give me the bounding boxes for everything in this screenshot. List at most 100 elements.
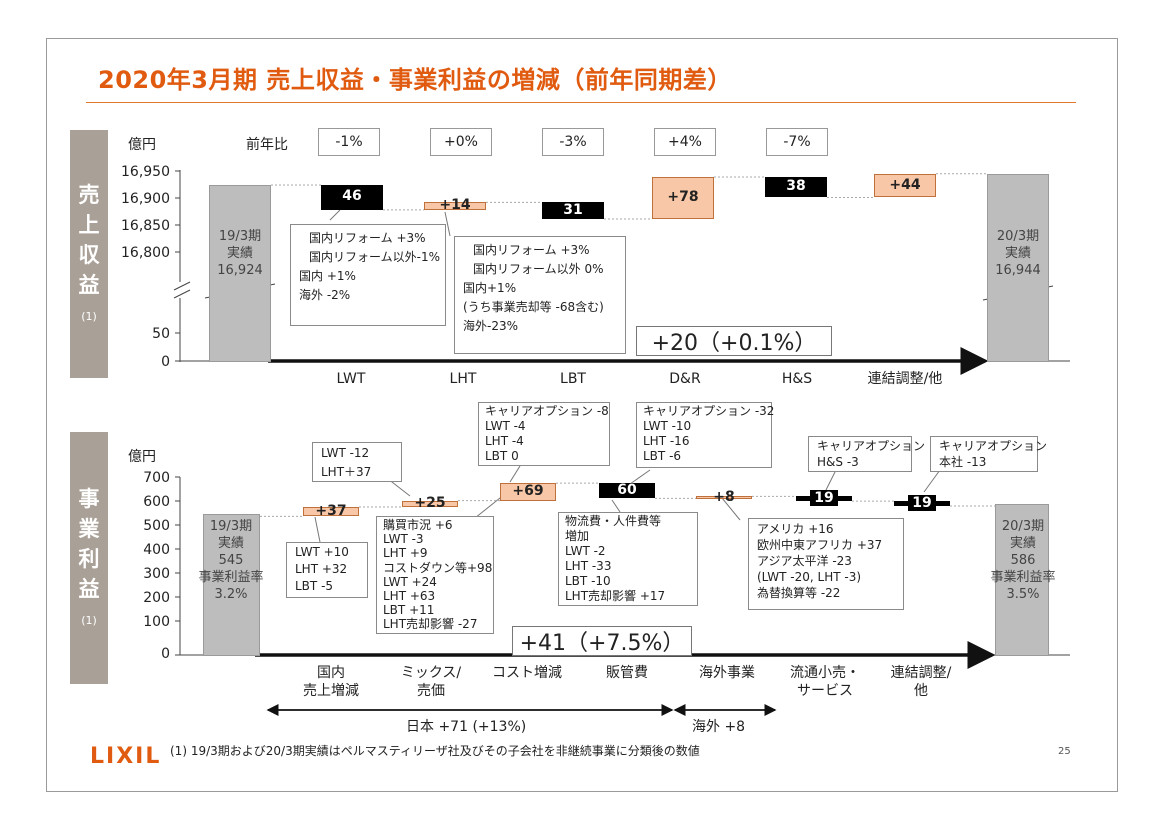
increase-bar — [874, 173, 936, 198]
note-line: LWT -12 — [321, 446, 370, 460]
revenue-end-bar — [987, 174, 1049, 362]
profit-total: +41（+7.5%） — [512, 626, 692, 656]
decrease-bar — [542, 202, 604, 220]
note-line: アジア太平洋 -23 — [757, 554, 852, 568]
category-label: LWT — [336, 371, 366, 387]
ratio-box: -1% — [318, 128, 380, 156]
note-line: LHT -4 — [485, 434, 524, 448]
profit-sidebar-label: 事業利益 — [70, 484, 108, 604]
category-label: 流通小売・ サービス — [790, 665, 860, 699]
decrease-bar — [765, 176, 827, 198]
revenue-note-lht: 国内リフォーム +3% 国内リフォーム以外 0% 国内+1% (うち事業売却等 … — [454, 236, 626, 354]
note-line: LBT -10 — [565, 574, 611, 588]
sidebar-char: 益 — [78, 273, 100, 297]
revenue-sidebar-label: 売上収益 — [70, 180, 108, 300]
profit-note-hq: キャリアオプション 本社 -13 — [930, 436, 1047, 472]
category-label: LBT — [560, 371, 586, 387]
note-line: コストダウン等+98 — [383, 560, 493, 575]
revenue-sidebar-note: (1) — [81, 310, 97, 323]
y-tick: 300 — [143, 566, 170, 582]
note-line: LWT +24 — [383, 574, 437, 589]
ratio-box: -3% — [542, 128, 604, 156]
note-line: 為替換算等 -22 — [757, 586, 841, 600]
note-line: LWT -4 — [485, 419, 526, 433]
note-line: LWT -3 — [383, 532, 424, 547]
profit-sidebar-note: (1) — [81, 614, 97, 627]
data-label: 31 — [563, 201, 583, 218]
note-line: LBT +11 — [383, 603, 435, 618]
profit-sidebar: 事業利益 (1) — [70, 432, 108, 684]
y-tick: 200 — [143, 590, 170, 606]
data-label: 19 — [810, 489, 838, 506]
sidebar-char: 売 — [78, 183, 100, 207]
category-label: ミックス/ 売価 — [400, 665, 462, 699]
note-line: (うち事業売却等 -68含む) — [463, 300, 604, 314]
ratio-box: +4% — [654, 128, 716, 156]
note-line: 国内+1% — [463, 281, 517, 295]
note-line: 国内 +1% — [299, 269, 356, 283]
category-label: 国内 売上増減 — [303, 665, 359, 699]
revenue-note-lwt: 国内リフォーム +3% 国内リフォーム以外-1% 国内 +1% 海外 -2% — [290, 224, 446, 326]
profit-end-bar — [995, 504, 1049, 656]
lixil-logo: LIXIL — [90, 744, 162, 769]
profit-end-label: 20/3期 実績 586 事業利益率 3.5% — [990, 519, 1056, 602]
note-line: キャリアオプション — [817, 439, 926, 453]
note-line: LWT +10 — [295, 545, 349, 559]
data-label: 46 — [342, 188, 362, 205]
category-label: D&R — [669, 371, 701, 387]
y-tick: 0 — [161, 354, 170, 370]
y-tick: 400 — [143, 542, 170, 558]
note-line: 海外 -2% — [299, 288, 351, 302]
note-line: 海外-23% — [463, 319, 519, 333]
note-line: 国内リフォーム +3% — [309, 231, 426, 245]
profit-start-label: 19/3期 実績 545 事業利益率 3.2% — [198, 519, 264, 602]
profit-note-mix: LWT -12 LHT＋37 — [312, 442, 402, 482]
data-label: +78 — [667, 189, 699, 205]
note-line: キャリアオプション -8 — [485, 404, 609, 418]
sidebar-char: 業 — [78, 517, 100, 541]
note-line: 増加 — [565, 529, 590, 543]
revenue-sidebar: 売上収益 (1) — [70, 130, 108, 378]
data-label: 19 — [908, 494, 936, 511]
increase-bar — [424, 202, 486, 210]
note-line: LHT売却影響 +17 — [565, 589, 666, 603]
data-label: +25 — [414, 494, 446, 511]
profit-note-domestic: LWT +10 LHT +32 LBT -5 — [286, 542, 368, 598]
note-line: LHT +63 — [383, 589, 436, 604]
note-line: アメリカ +16 — [757, 522, 834, 536]
revenue-unit: 億円 — [128, 137, 156, 153]
data-label: +37 — [315, 502, 347, 519]
note-line: (LWT -20, LHT -3) — [757, 570, 862, 584]
sidebar-char: 益 — [78, 577, 100, 601]
data-label: +14 — [439, 197, 471, 214]
ratio-box: +0% — [430, 128, 492, 156]
note-line: H&S -3 — [817, 455, 859, 469]
y-tick: 16,950 — [121, 164, 170, 180]
note-line: LHT -16 — [643, 434, 690, 448]
profit-note-sga: 物流費・人件費等 増加 LWT -2 LHT -33 LBT -10 LHT売却… — [558, 512, 698, 606]
note-line: キャリアオプション -32 — [643, 404, 775, 418]
note-line: LHT +9 — [383, 546, 428, 561]
data-label: +8 — [713, 488, 735, 505]
y-tick: 500 — [143, 518, 170, 534]
y-tick: 16,900 — [121, 191, 170, 207]
decrease-bar — [599, 483, 655, 499]
y-tick: 50 — [152, 326, 170, 342]
revenue-start-bar — [209, 185, 271, 362]
note-line: LHT -33 — [565, 559, 612, 573]
profit-note-carrier-2: キャリアオプション -32 LWT -10 LHT -16 LBT -6 — [636, 402, 775, 468]
page-number: 25 — [1058, 746, 1071, 757]
ratio-label: 前年比 — [246, 137, 288, 153]
title-underline — [86, 102, 1076, 103]
decrease-bar — [321, 185, 383, 210]
y-tick: 16,800 — [121, 245, 170, 261]
note-line: LWT -2 — [565, 544, 606, 558]
profit-note-cost: 購買市況 +6 LWT -3 LHT +9 コストダウン等+98 LWT +24… — [376, 516, 494, 634]
profit-note-overseas: アメリカ +16 欧州中東アフリカ +37 アジア太平洋 -23 (LWT -2… — [748, 518, 904, 610]
ratio-box: -7% — [766, 128, 828, 156]
sidebar-char: 上 — [78, 213, 100, 237]
y-tick: 100 — [143, 614, 170, 630]
revenue-total: +20（+0.1%） — [636, 326, 832, 356]
category-label: LHT — [449, 371, 477, 387]
category-label: 販管費 — [606, 665, 648, 681]
